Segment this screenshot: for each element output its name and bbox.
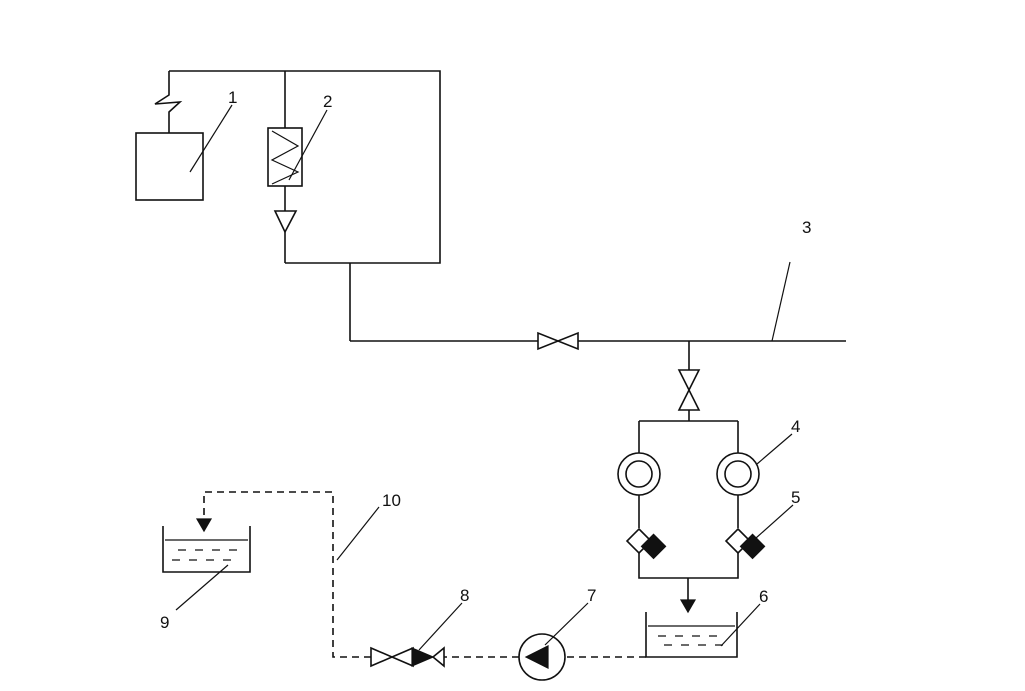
component-box-1: [135, 132, 204, 201]
label-2: 2: [323, 92, 332, 111]
pump-7: [518, 633, 566, 681]
manifold: [638, 420, 739, 453]
leader-lines: [175, 104, 794, 651]
tank-9: [162, 526, 251, 573]
label-6: 6: [759, 587, 768, 606]
heater-element-2: [267, 127, 303, 187]
tank-6: [645, 612, 738, 658]
filter-left-5: [625, 527, 667, 560]
valve-8: [370, 646, 445, 668]
upper-loop: [154, 70, 441, 341]
gauge-right-4: [716, 452, 760, 496]
return-line-10: [203, 491, 646, 658]
label-5: 5: [791, 488, 800, 507]
label-7: 7: [587, 586, 596, 605]
down-arrow-to-tank-6: [679, 599, 697, 614]
filter-right-5: [724, 527, 766, 560]
label-9: 9: [160, 613, 169, 632]
funnel-triangle: [273, 210, 298, 234]
label-4: 4: [791, 417, 800, 436]
label-3: 3: [802, 218, 811, 237]
label-1: 1: [228, 88, 237, 107]
down-arrow-to-tank-9: [195, 518, 213, 533]
label-8: 8: [460, 586, 469, 605]
label-10: 10: [382, 491, 401, 510]
gate-valve-horizontal: [537, 331, 579, 351]
gate-valve-vertical: [677, 369, 701, 411]
gauge-left-4: [617, 452, 661, 496]
